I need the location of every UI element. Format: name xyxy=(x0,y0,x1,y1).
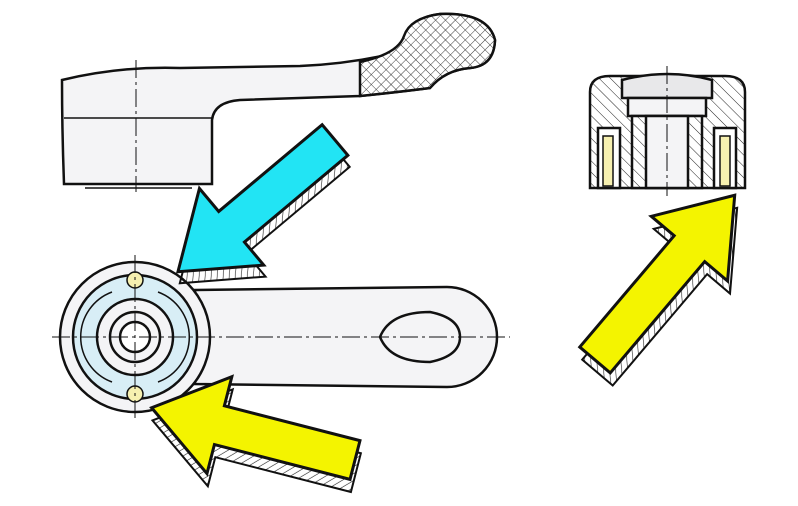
yellow-arrow-up-right xyxy=(577,193,739,387)
knob-cross-section xyxy=(588,66,747,196)
yellow-arrow-left xyxy=(149,374,363,494)
lever-side-view xyxy=(60,12,497,192)
lever-top-view xyxy=(52,255,510,420)
cyan-arrow-down-left xyxy=(175,122,352,285)
